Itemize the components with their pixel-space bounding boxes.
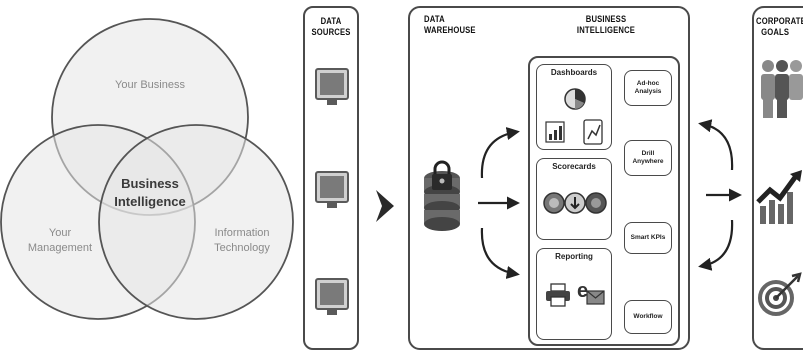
data-warehouse-header-line1: DATA xyxy=(424,14,445,24)
corporate-goals-panel: CORPORATE GOALS xyxy=(752,6,803,350)
data-warehouse-header: DATA WAREHOUSE xyxy=(424,14,476,36)
data-warehouse-header-line2: WAREHOUSE xyxy=(424,25,476,35)
reporting-module: Reporting e xyxy=(536,248,612,340)
arrow-to-reporting xyxy=(480,227,520,279)
business-intelligence-header-line2: INTELLIGENCE xyxy=(576,25,636,35)
venn-label-your-management-line2: Management xyxy=(28,242,92,254)
dashboards-module: Dashboards xyxy=(536,64,612,150)
venn-label-information-technology-line2: Technology xyxy=(214,242,270,254)
printer-icon xyxy=(546,283,570,307)
adhoc-analysis-label-line2: Analysis xyxy=(634,88,662,95)
corporate-goals-header-line1: CORPORATE xyxy=(756,16,803,26)
pie-chart-icon xyxy=(564,88,586,110)
warehouse-bi-panel: DATA WAREHOUSE BUSINESS INTELLIGENCE D xyxy=(408,6,690,350)
venn-center-label-line1: Business xyxy=(121,176,179,191)
venn-diagram: Your Business Your Management Informatio… xyxy=(0,18,294,320)
venn-circle-information-technology xyxy=(98,124,294,320)
email-icon: e xyxy=(577,280,605,305)
dashboards-label: Dashboards xyxy=(550,68,598,77)
smart-kpis-label: Smart KPIs xyxy=(630,234,666,241)
arrow-from-goals-bottom xyxy=(698,219,734,271)
scorecards-label: Scorecards xyxy=(552,162,596,171)
people-icon xyxy=(761,60,803,118)
growth-chart-icon xyxy=(756,170,802,224)
adhoc-analysis-label-line1: Ad-hoc xyxy=(636,80,660,87)
tablet-chart-icon xyxy=(583,119,603,145)
workflow-label: Workflow xyxy=(633,313,663,320)
drill-anywhere-label-line2: Anywhere xyxy=(632,158,664,165)
business-intelligence-header: BUSINESS INTELLIGENCE xyxy=(565,14,647,36)
gauge-icons xyxy=(543,192,607,214)
venn-label-your-business: Your Business xyxy=(115,79,185,91)
chevron-right-icon xyxy=(376,190,394,222)
business-intelligence-box: Dashboards Scorecards xyxy=(528,56,680,346)
reporting-label: Reporting xyxy=(555,252,593,261)
data-sources-header: DATA SOURCES xyxy=(309,16,353,38)
svg-text:e: e xyxy=(577,280,588,302)
data-sources-header-line2: SOURCES xyxy=(311,27,351,37)
goals-arrows xyxy=(698,119,742,271)
corporate-goals-header-line2: GOALS xyxy=(761,27,790,37)
arrow-from-goals-top xyxy=(698,119,734,171)
scorecards-module: Scorecards xyxy=(536,158,612,240)
workflow-module: Workflow xyxy=(624,300,672,334)
bar-chart-icon xyxy=(545,121,565,143)
smart-kpis-module: Smart KPIs xyxy=(624,222,672,254)
venn-label-information-technology-line1: Information xyxy=(214,227,269,239)
monitor-icon xyxy=(315,171,349,211)
drill-anywhere-label-line1: Drill xyxy=(641,150,655,157)
database-lock-icon xyxy=(424,160,460,231)
monitor-icon xyxy=(315,68,349,108)
data-sources-panel: DATA SOURCES xyxy=(303,6,359,350)
monitor-icon xyxy=(315,278,349,318)
warehouse-arrows xyxy=(478,127,520,279)
corporate-goals-header: CORPORATE GOALS xyxy=(756,16,803,38)
data-sources-header-line1: DATA xyxy=(320,16,342,26)
business-intelligence-header-line1: BUSINESS xyxy=(585,14,627,24)
venn-center-label-line2: Intelligence xyxy=(114,194,186,209)
target-icon xyxy=(758,272,802,316)
arrow-to-dashboards xyxy=(480,127,520,179)
venn-label-your-management-line1: Your xyxy=(49,227,72,239)
